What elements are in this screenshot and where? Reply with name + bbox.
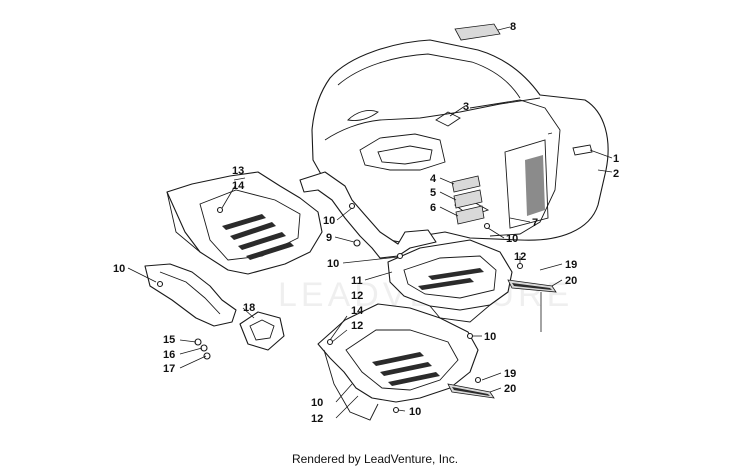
callout-7: 7 — [532, 217, 538, 229]
callout-10-g: 10 — [409, 406, 421, 418]
callout-20-b: 20 — [504, 383, 516, 395]
callout-5: 5 — [430, 187, 436, 199]
callout-18: 18 — [243, 302, 255, 314]
callout-10-e: 10 — [113, 263, 125, 275]
part-footrest-lower — [447, 383, 495, 399]
callout-6: 6 — [430, 202, 436, 214]
part-left-footwell — [166, 171, 323, 275]
part-right-footwell — [387, 239, 513, 323]
callout-16: 16 — [163, 349, 175, 361]
part-bracket-18 — [239, 311, 285, 351]
callout-3: 3 — [463, 101, 469, 113]
callout-15: 15 — [163, 334, 175, 346]
callout-10-a: 10 — [506, 233, 518, 245]
part-left-mudflap — [144, 263, 237, 327]
callout-1: 1 — [613, 153, 619, 165]
callout-9: 9 — [326, 232, 332, 244]
callout-10-d: 10 — [484, 331, 496, 343]
part-decal-top — [454, 23, 501, 41]
callout-17: 17 — [163, 363, 175, 375]
callout-8: 8 — [510, 21, 516, 33]
callout-14-a: 14 — [232, 180, 245, 192]
callout-20-a: 20 — [565, 275, 577, 287]
callout-12-d: 12 — [311, 413, 323, 425]
part-lower-footwell — [317, 303, 479, 421]
callout-10-f: 10 — [311, 397, 323, 409]
callout-4: 4 — [430, 173, 437, 185]
fasteners — [156, 202, 524, 414]
part-footrest-upper — [507, 279, 557, 293]
callout-10-b: 10 — [323, 215, 335, 227]
callout-labels: 8 3 1 2 4 5 6 7 10 10 9 10 11 12 12 19 2… — [113, 21, 619, 425]
callout-19-b: 19 — [504, 368, 516, 380]
callout-14-b: 14 — [351, 305, 364, 317]
leader-lines — [127, 26, 613, 419]
callout-10-c: 10 — [327, 258, 339, 270]
part-label-decals — [451, 175, 485, 225]
part-inner-splash — [299, 171, 437, 259]
callout-13: 13 — [232, 165, 244, 177]
render-credit: Rendered by LeadVenture, Inc. — [291, 452, 459, 466]
callout-12-b: 12 — [514, 251, 526, 263]
callout-11: 11 — [351, 275, 363, 287]
callout-12-c: 12 — [351, 320, 363, 332]
callout-2: 2 — [613, 168, 619, 180]
callout-12-a: 12 — [351, 290, 363, 302]
part-rear-body — [311, 39, 609, 243]
callout-19-a: 19 — [565, 259, 577, 271]
